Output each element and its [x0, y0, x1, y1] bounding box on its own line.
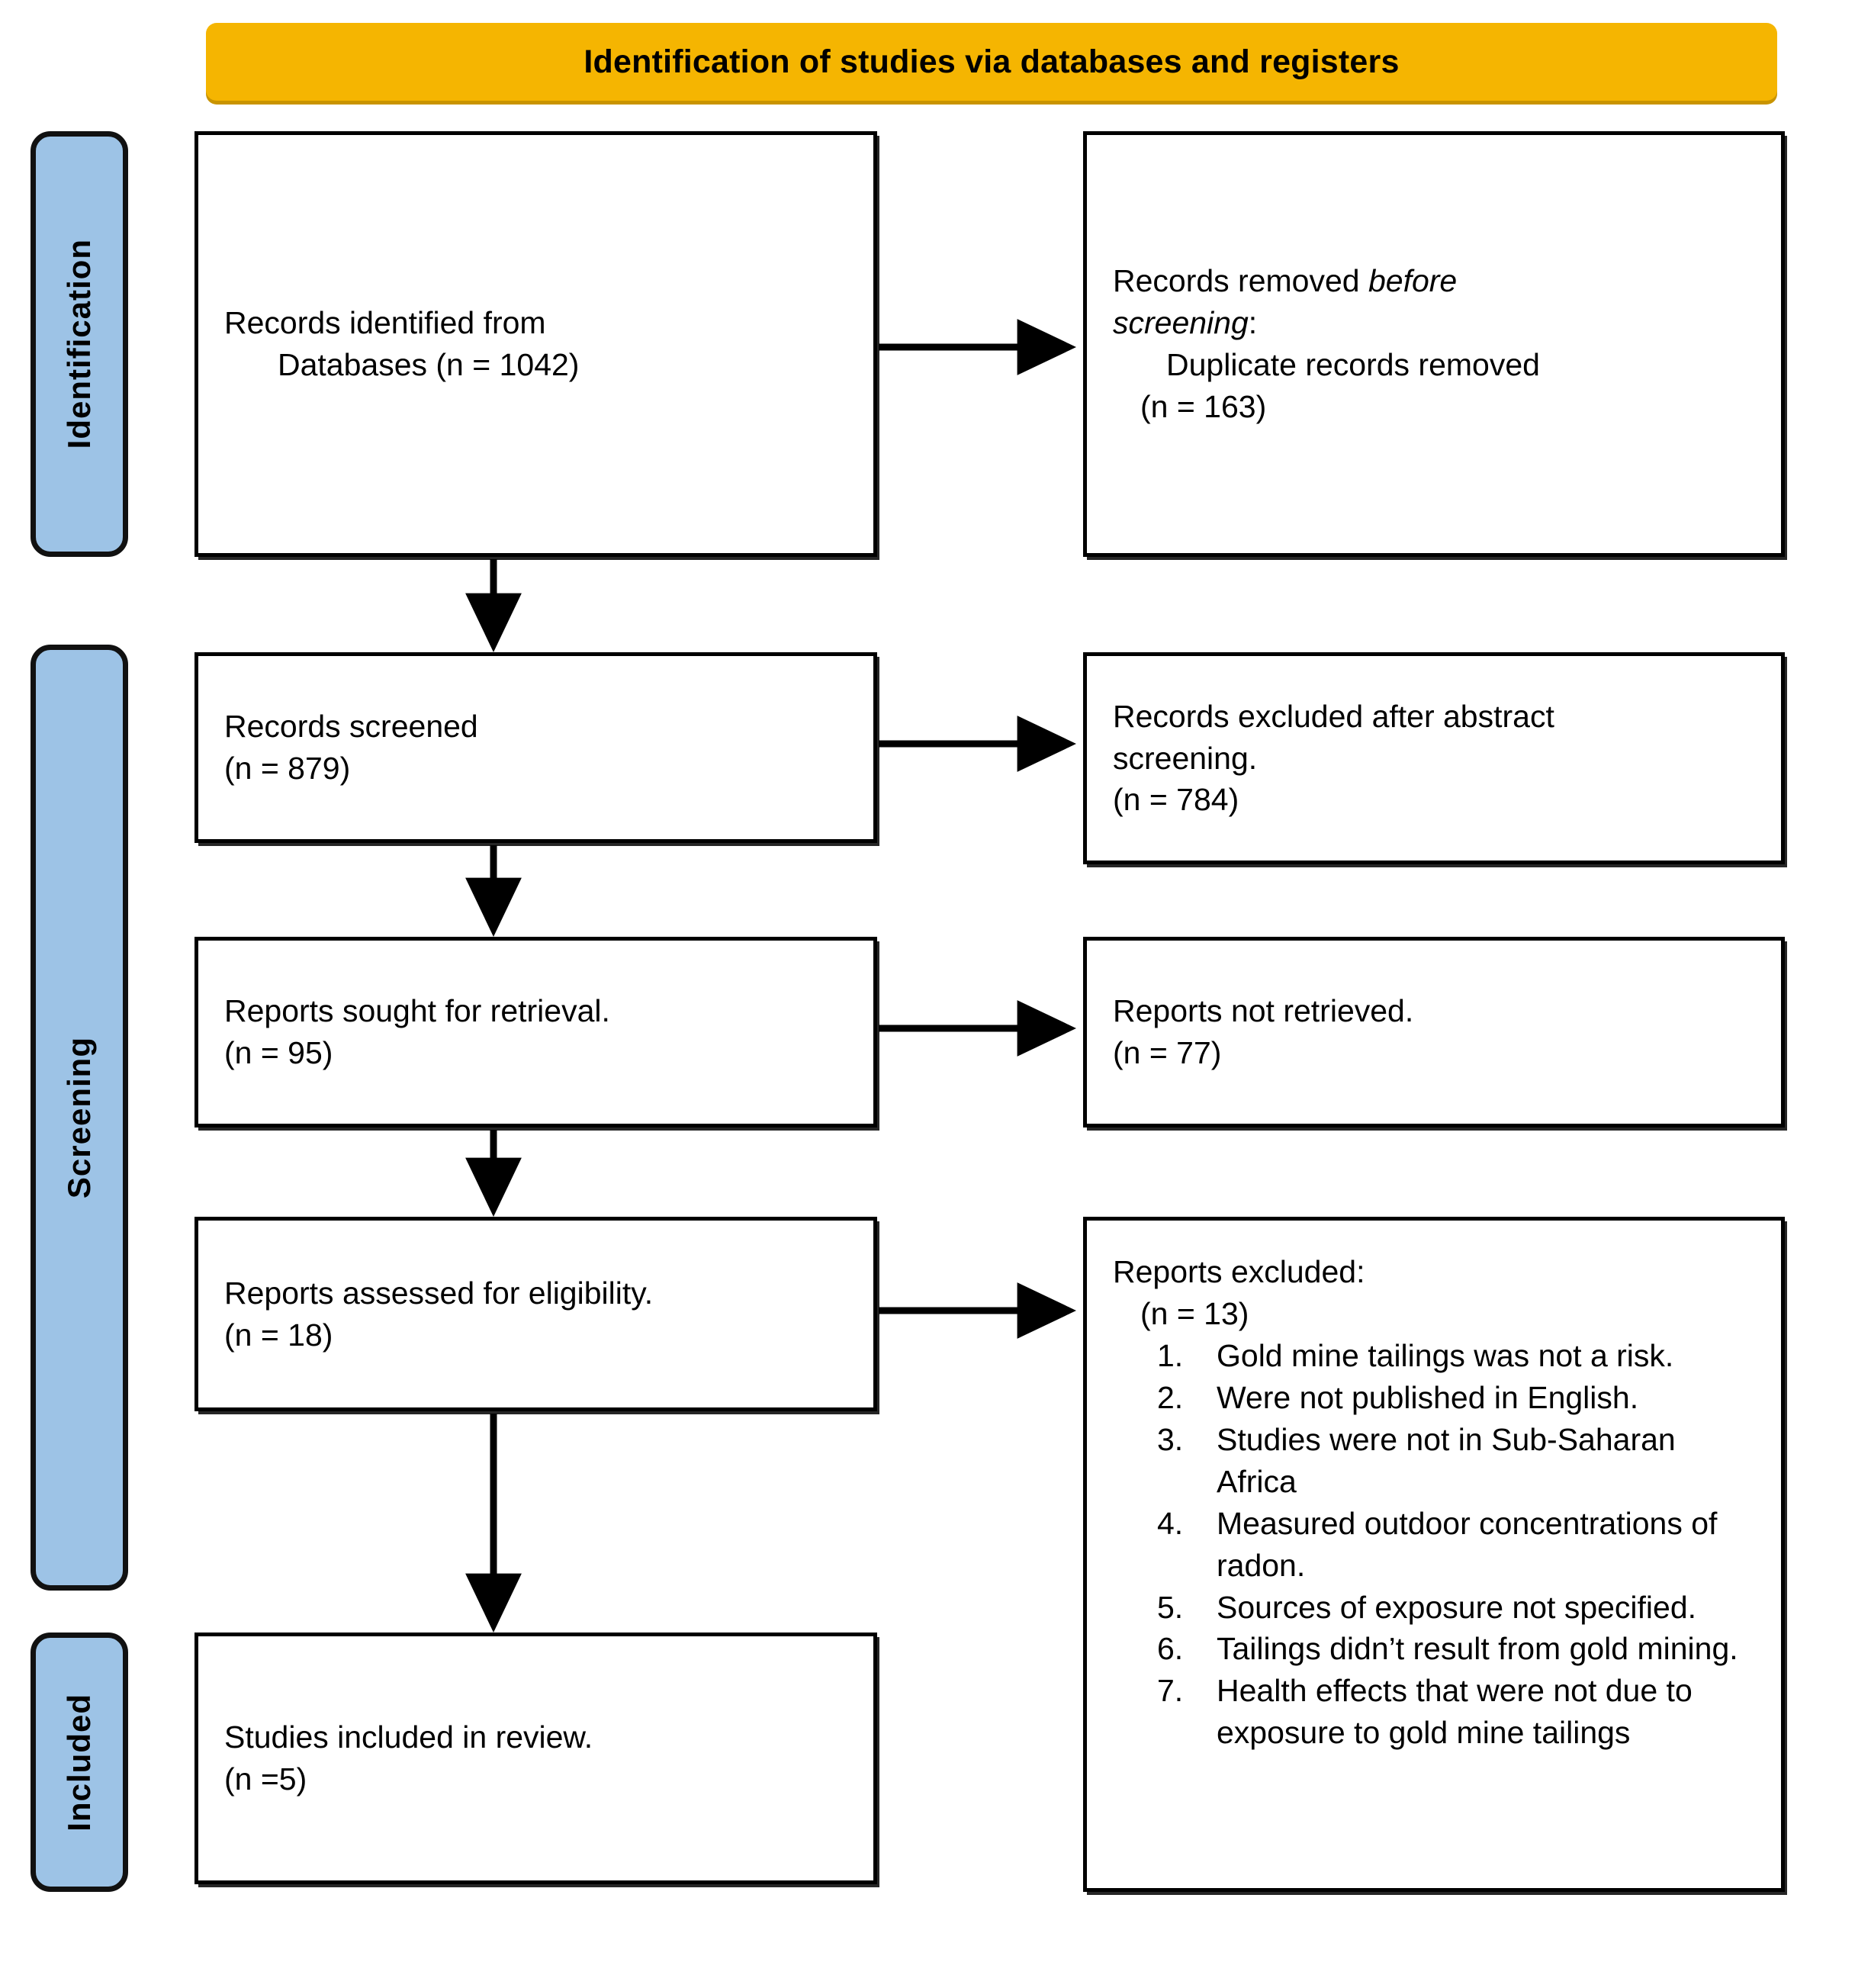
reports-assessed-line1: Reports assessed for eligibility. [224, 1275, 654, 1311]
reason-text: Health effects that were not due to expo… [1217, 1673, 1693, 1751]
reason-text: Gold mine tailings was not a risk. [1217, 1337, 1674, 1373]
records-screened-line2: (n = 879) [224, 751, 351, 786]
records-removed-line4: (n = 163) [1140, 388, 1267, 424]
banner-title: Identification of studies via databases … [583, 43, 1400, 80]
reason-number: 6. [1157, 1631, 1184, 1667]
stage-label-included: Included [61, 1693, 97, 1832]
reason-number: 7. [1157, 1673, 1184, 1709]
reports-excluded-count: (n = 13) [1140, 1295, 1249, 1331]
reason-item: 5. Sources of exposure not specified. [1113, 1587, 1755, 1629]
reason-item: 7. Health effects that were not due to ex… [1113, 1670, 1755, 1754]
reason-number: 3. [1157, 1421, 1184, 1457]
reason-number: 4. [1157, 1505, 1184, 1541]
reports-not-retrieved-line2: (n = 77) [1113, 1035, 1222, 1070]
box-reports-not-retrieved: Reports not retrieved. (n = 77) [1083, 937, 1785, 1127]
records-identified-line2: Databases (n = 1042) [278, 347, 580, 382]
reports-assessed-line2: (n = 18) [224, 1317, 333, 1353]
reason-text: Measured outdoor concentrations of radon… [1217, 1505, 1718, 1583]
box-reports-excluded: Reports excluded: (n = 13) 1. Gold mine t… [1083, 1217, 1785, 1892]
reason-number: 1. [1157, 1337, 1184, 1373]
box-records-excluded-abstract: Records excluded after abstract screenin… [1083, 652, 1785, 864]
reason-item: 2. Were not published in English. [1113, 1377, 1755, 1419]
stage-tab-screening: Screening [31, 645, 128, 1591]
reports-sought-line2: (n = 95) [224, 1035, 333, 1070]
reason-number: 5. [1157, 1589, 1184, 1625]
stage-tab-included: Included [31, 1633, 128, 1892]
studies-included-line2: (n =5) [224, 1761, 307, 1797]
box-reports-sought: Reports sought for retrieval. (n = 95) [194, 937, 877, 1127]
reports-excluded-line1: Reports excluded: [1113, 1254, 1365, 1289]
reason-text: Were not published in English. [1217, 1379, 1639, 1415]
records-excluded-abstract-line2: screening. [1113, 740, 1258, 776]
box-records-removed: Records removed before screening: Duplic… [1083, 131, 1785, 557]
records-removed-before-italic: before [1368, 263, 1458, 299]
records-identified-line1: Records identified from [224, 305, 546, 341]
reason-item: 3. Studies were not in Sub-Saharan Africa [1113, 1419, 1755, 1503]
stage-tab-identification: Identification [31, 131, 128, 557]
reason-item: 4. Measured outdoor concentrations of rad… [1113, 1503, 1755, 1587]
box-studies-included: Studies included in review. (n =5) [194, 1633, 877, 1884]
box-records-identified: Records identified from Databases (n = 1… [194, 131, 877, 557]
reason-text: Sources of exposure not specified. [1217, 1589, 1697, 1625]
reason-text: Tailings didn’t result from gold mining. [1217, 1631, 1738, 1667]
records-removed-colon: : [1248, 305, 1258, 341]
stage-label-screening: Screening [61, 1036, 97, 1199]
records-screened-line1: Records screened [224, 709, 478, 745]
records-excluded-abstract-line3: (n = 784) [1113, 782, 1239, 818]
records-excluded-abstract-line1: Records excluded after abstract [1113, 698, 1554, 734]
records-removed-line2: screening: [1113, 302, 1755, 344]
reason-number: 2. [1157, 1379, 1184, 1415]
records-removed-screening-italic: screening [1113, 305, 1249, 341]
reason-item: 6. Tailings didn’t result from gold minin… [1113, 1628, 1755, 1670]
box-records-screened: Records screened (n = 879) [194, 652, 877, 843]
records-removed-line1: Records removed before [1113, 260, 1755, 302]
box-reports-assessed: Reports assessed for eligibility. (n = 1… [194, 1217, 877, 1411]
records-removed-prefix: Records removed [1113, 263, 1368, 299]
reason-text: Studies were not in Sub-Saharan Africa [1217, 1421, 1676, 1499]
records-removed-line3: Duplicate records removed [1166, 347, 1540, 382]
reports-excluded-reason-list: 1. Gold mine tailings was not a risk. 2. We… [1113, 1335, 1755, 1754]
diagram-banner: Identification of studies via databases … [206, 23, 1777, 101]
reports-sought-line1: Reports sought for retrieval. [224, 993, 610, 1029]
studies-included-line1: Studies included in review. [224, 1719, 593, 1755]
reports-not-retrieved-line1: Reports not retrieved. [1113, 993, 1414, 1029]
stage-label-identification: Identification [61, 239, 97, 449]
reason-item: 1. Gold mine tailings was not a risk. [1113, 1335, 1755, 1377]
